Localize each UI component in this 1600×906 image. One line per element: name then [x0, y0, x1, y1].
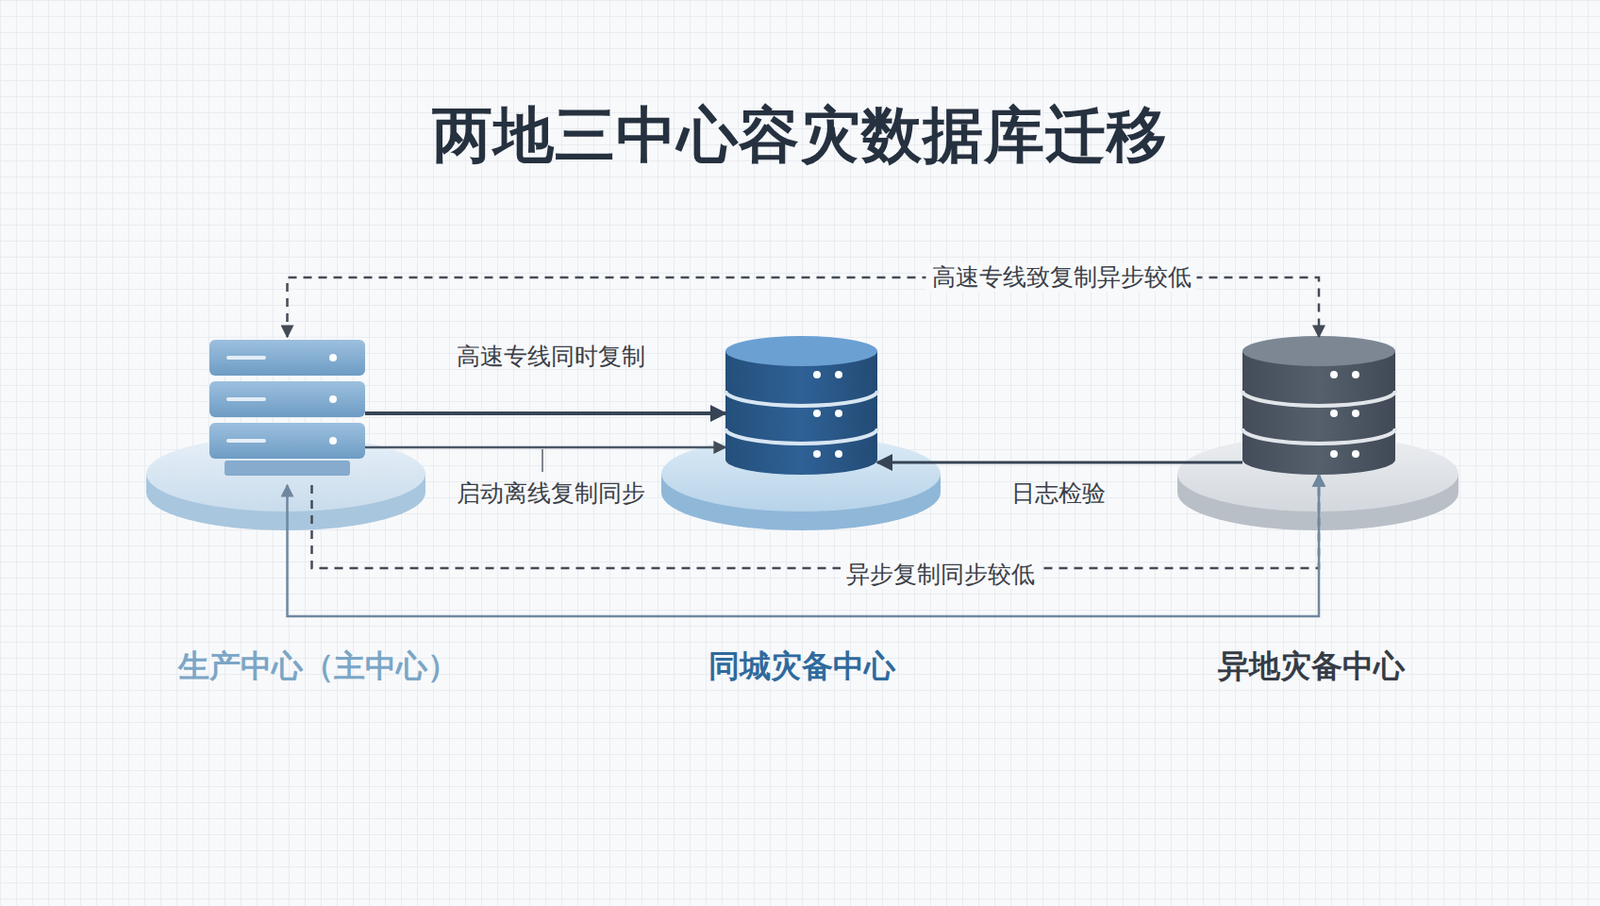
database-led — [1330, 409, 1338, 417]
node-label-group: 同城灾备中心 — [708, 645, 896, 688]
data-center: 同城灾备中心 — [725, 336, 878, 475]
replication-link — [312, 474, 1320, 568]
server-slot — [228, 355, 265, 360]
database-body — [725, 350, 878, 475]
database-band — [725, 428, 878, 444]
database-band — [1242, 390, 1396, 406]
replication-link — [287, 474, 1320, 617]
link-label: 高速专线同时复制 — [450, 342, 651, 371]
center-label: 生产中心（主中心） — [178, 645, 459, 688]
database-led — [834, 370, 843, 379]
database-top — [725, 335, 878, 367]
leader-line — [541, 449, 544, 472]
data-center: 异地灾备中心 — [1242, 336, 1396, 475]
database-led — [1351, 450, 1360, 458]
database-led — [813, 409, 821, 417]
server-slot — [228, 438, 265, 443]
diagram-title: 两地三中心容灾数据库迁移 — [0, 94, 1600, 177]
link-label: 日志检验 — [1005, 479, 1112, 508]
link-label: 高速专线致复制异步较低 — [926, 263, 1198, 292]
database-body — [1242, 350, 1396, 475]
database-led — [1351, 370, 1360, 379]
node-label-group: 生产中心（主中心） — [178, 645, 459, 688]
node-label-group: 异地灾备中心 — [1217, 645, 1405, 688]
database-band — [725, 390, 878, 406]
server-base — [224, 460, 350, 476]
server-slot — [228, 397, 265, 401]
database-led — [813, 370, 821, 379]
server-unit — [209, 381, 366, 417]
replication-link — [877, 461, 1243, 465]
database-top — [1242, 335, 1396, 367]
server-unit — [209, 422, 366, 459]
database-band — [1242, 428, 1396, 444]
center-label: 异地灾备中心 — [1217, 645, 1405, 688]
database-led — [1330, 370, 1338, 379]
server-led — [329, 395, 337, 403]
data-center: 生产中心（主中心） — [209, 336, 366, 485]
center-label: 同城灾备中心 — [708, 645, 896, 688]
server-led — [329, 436, 337, 445]
database-led — [834, 409, 843, 417]
link-label: 异步复制同步较低 — [840, 560, 1041, 589]
replication-link — [365, 411, 726, 416]
database-led — [1330, 450, 1338, 458]
database-led — [813, 450, 821, 458]
link-label: 启动离线复制同步 — [450, 479, 651, 508]
database-led — [834, 450, 843, 458]
server-led — [329, 353, 337, 362]
server-unit — [209, 339, 366, 376]
database-led — [1351, 409, 1360, 417]
replication-link — [365, 446, 726, 450]
